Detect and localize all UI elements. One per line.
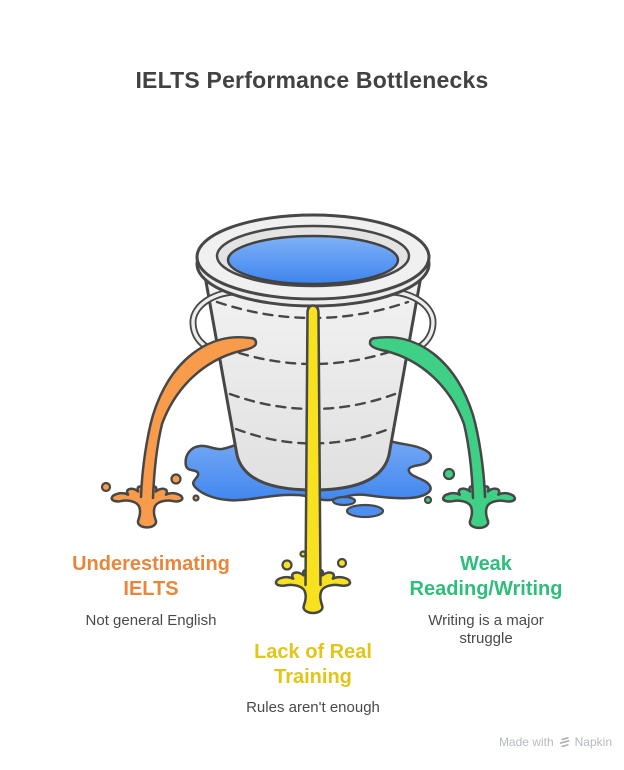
droplets-yellow [281, 550, 348, 571]
watermark-prefix: Made with [498, 735, 554, 749]
stream-yellow [275, 304, 351, 614]
watermark: Made with Napkin [499, 735, 612, 749]
stream-yellow-edges [304, 304, 322, 587]
stream-orange-edges [139, 335, 258, 500]
bottleneck-label-weak-reading-writing: Weak Reading/Writing [409, 553, 563, 600]
puddle-droplet-blobs [331, 495, 385, 519]
watermark-brand: Napkin [574, 735, 612, 749]
stream-green [368, 335, 516, 529]
droplets-orange [100, 473, 200, 502]
stream-yellow-fill [305, 305, 321, 585]
napkin-logo-icon [559, 736, 570, 747]
bottleneck-sublabel-weak-reading-writing: Writing is a major struggle [428, 612, 544, 647]
bucket-icon [189, 213, 437, 492]
stream-orange [100, 335, 258, 529]
page-title: IELTS Performance Bottlenecks [135, 67, 489, 94]
water-surface [226, 234, 400, 286]
bottleneck-sublabel-lack-of-real-training: Rules aren't enough [246, 699, 380, 716]
bottleneck-label-lack-of-real-training: Lack of Real Training [254, 641, 372, 688]
stream-green-edges [368, 335, 487, 500]
droplets-green [423, 467, 456, 505]
bottleneck-label-underestimating-ielts: Underestimating IELTS [72, 553, 230, 600]
bottleneck-sublabel-underestimating-ielts: Not general English [85, 612, 217, 629]
